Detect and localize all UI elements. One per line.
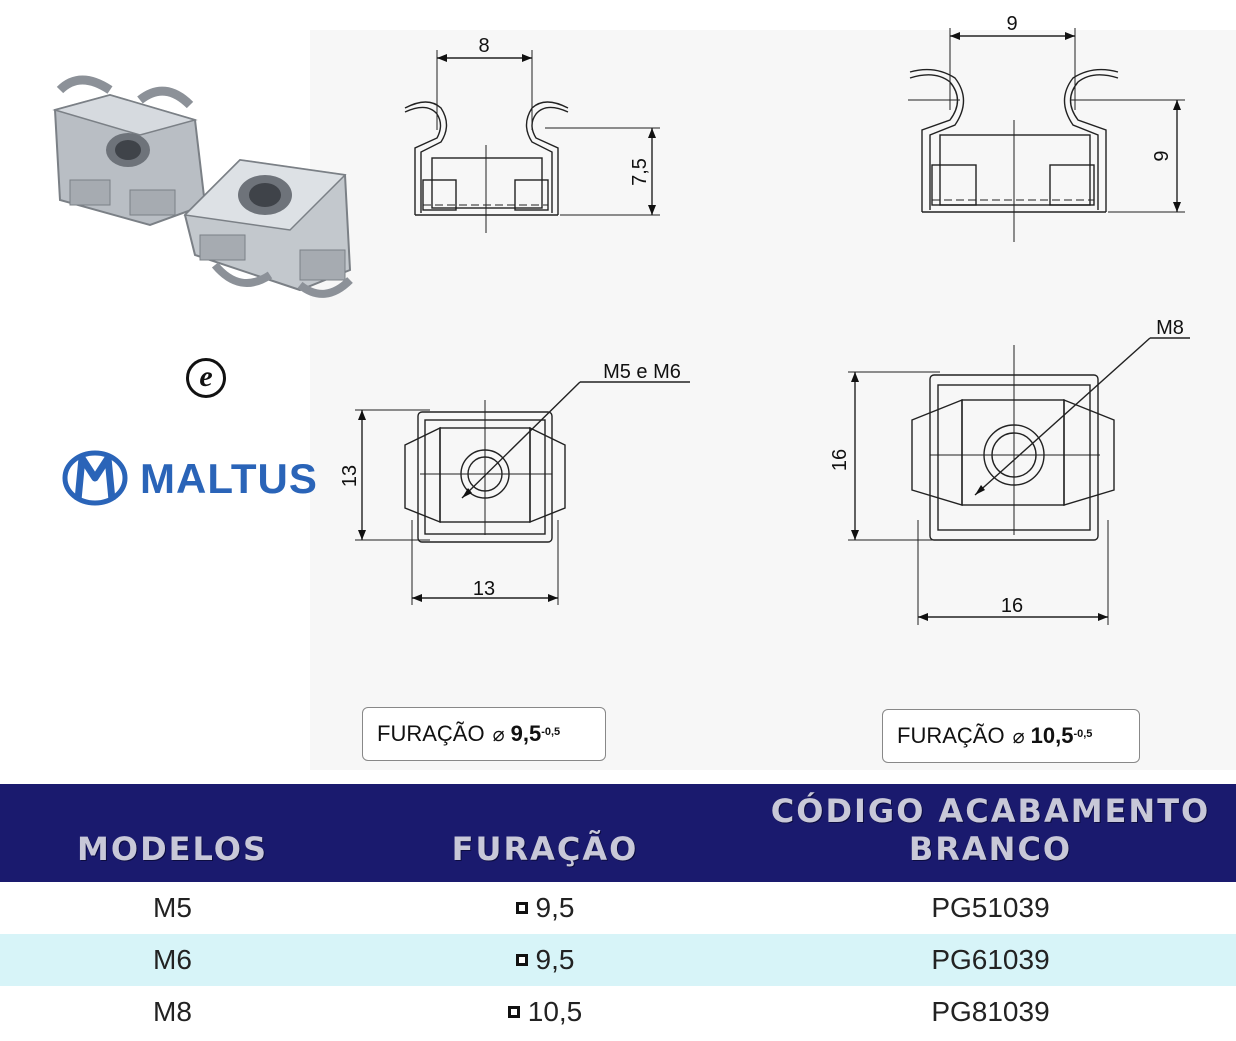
side-view-m8 bbox=[908, 28, 1185, 242]
top-view-m8 bbox=[848, 337, 1190, 625]
cell-bore: 9,5 bbox=[345, 882, 745, 934]
table-row: M6 9,5 PG61039 bbox=[0, 934, 1236, 986]
technical-drawing: 8 7,5 9 9 M5 e M6 13 13 M8 16 16 bbox=[52, 13, 1190, 625]
diameter-symbol-icon: ⌀ bbox=[1012, 725, 1025, 748]
top-view-m5-m6 bbox=[355, 381, 690, 605]
dim-width-m8: 9 bbox=[1006, 13, 1017, 35]
cell-model: M6 bbox=[0, 934, 345, 986]
bore-tolerance: -0,5 bbox=[1073, 728, 1093, 740]
dim-height-m5-m6: 7,5 bbox=[629, 158, 651, 186]
table-header-row: MODELOS FURAÇÃO CÓDIGO ACABAMENTO BRANCO bbox=[0, 784, 1236, 882]
table-row: M8 10,5 PG81039 bbox=[0, 986, 1236, 1038]
bore-value: 10,5 bbox=[1030, 723, 1074, 748]
square-hole-icon bbox=[515, 901, 528, 914]
brand-name: MALTUS bbox=[140, 455, 318, 502]
cell-model: M5 bbox=[153, 892, 192, 923]
square-hole-icon bbox=[515, 953, 528, 966]
cell-model: M8 bbox=[153, 996, 192, 1027]
dim-width-13: 13 bbox=[473, 578, 495, 600]
diameter-symbol-icon: ⌀ bbox=[492, 723, 505, 746]
cell-code: PG61039 bbox=[745, 934, 1236, 986]
maltus-logo-icon bbox=[62, 450, 128, 506]
bore-label-m8: FURAÇÃO ⌀ 10,5 -0,5 bbox=[882, 709, 1140, 763]
cell-code: PG51039 bbox=[931, 892, 1050, 923]
bore-value: 9,5 bbox=[535, 944, 575, 975]
bore-value: 10,5 bbox=[527, 996, 583, 1027]
table-row: M5 9,5 PG51039 bbox=[0, 882, 1236, 934]
cell-code: PG81039 bbox=[931, 996, 1050, 1027]
cage-nut-photo bbox=[52, 75, 353, 298]
header-bore: FURAÇÃO bbox=[345, 784, 745, 882]
cell-bore: 10,5 bbox=[345, 986, 745, 1038]
dim-width-16: 16 bbox=[1001, 595, 1023, 617]
header-code: CÓDIGO ACABAMENTO BRANCO bbox=[745, 784, 1236, 882]
dim-height-m8: 9 bbox=[1151, 150, 1173, 161]
spec-table: MODELOS FURAÇÃO CÓDIGO ACABAMENTO BRANCO… bbox=[0, 784, 1236, 1038]
thread-label-m8: M8 bbox=[1156, 317, 1184, 339]
bore-label-text: FURAÇÃO bbox=[897, 723, 1005, 748]
bore-tolerance: -0,5 bbox=[541, 726, 561, 738]
header-models: MODELOS bbox=[0, 784, 345, 882]
thread-label-m5-m6: M5 e M6 bbox=[603, 361, 681, 383]
dim-width-m5-m6: 8 bbox=[478, 35, 489, 57]
cell-bore: 9,5 bbox=[345, 934, 745, 986]
bore-label-text: FURAÇÃO bbox=[377, 721, 485, 746]
e-mark-logo: e bbox=[186, 358, 226, 398]
bore-value: 9,5 bbox=[535, 892, 575, 923]
bore-value: 9,5 bbox=[510, 721, 542, 746]
dim-height-13: 13 bbox=[339, 465, 361, 487]
square-hole-icon bbox=[507, 1005, 520, 1018]
side-view-m5-m6 bbox=[404, 50, 660, 233]
bore-label-m5-m6: FURAÇÃO ⌀ 9,5 -0,5 bbox=[362, 707, 606, 761]
dim-height-16: 16 bbox=[829, 449, 851, 471]
